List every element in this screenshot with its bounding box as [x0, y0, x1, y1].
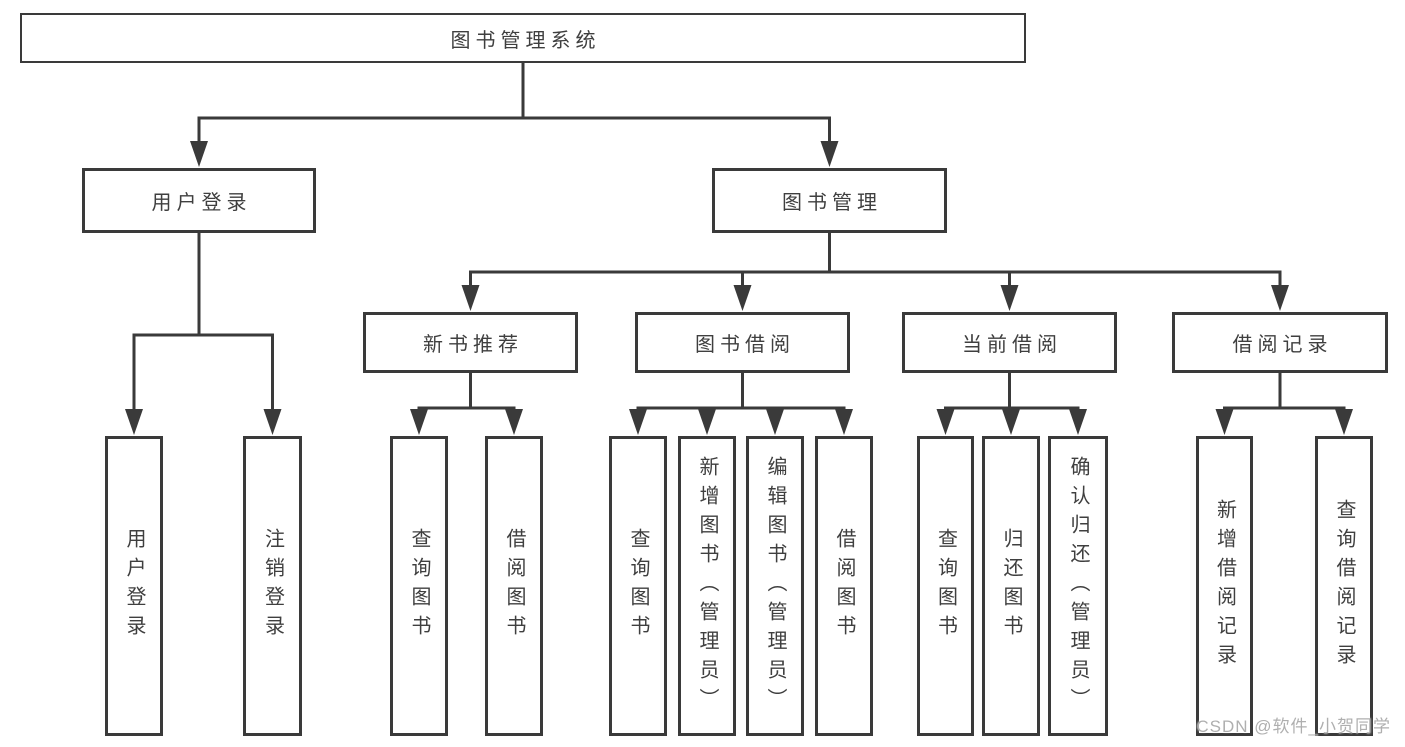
node-label-borrow-books-recommend: 借阅图书	[503, 528, 525, 644]
node-label-logout: 注销登录	[261, 528, 284, 644]
node-label-add-books-admin: 新增图书（管理员）	[696, 455, 718, 717]
arrowhead-icon	[263, 409, 282, 435]
arrowhead-icon	[410, 409, 428, 435]
node-query-borrow-record: 查询借阅记录	[1315, 436, 1373, 736]
node-borrowing-records: 借阅记录	[1172, 312, 1388, 373]
node-library-system: 图书管理系统	[20, 13, 1026, 63]
arrowhead-icon	[766, 409, 784, 435]
node-new-book-recommend: 新书推荐	[363, 312, 578, 373]
node-label-query-books-recommend: 查询图书	[408, 528, 430, 644]
node-label-book-management: 图书管理	[782, 192, 882, 214]
arrowhead-icon	[1069, 409, 1087, 435]
node-user-login: 用户登录	[82, 168, 316, 233]
node-login: 用户登录	[105, 436, 163, 736]
arrowhead-icon	[1271, 285, 1289, 311]
node-label-query-borrow-record: 查询借阅记录	[1333, 499, 1355, 673]
node-borrow-books-borrowing: 借阅图书	[815, 436, 873, 736]
arrowhead-icon	[1000, 285, 1019, 311]
node-label-borrowing-records: 借阅记录	[1232, 334, 1333, 356]
arrowhead-icon	[125, 409, 143, 435]
node-add-books-admin: 新增图书（管理员）	[678, 436, 736, 736]
node-label-borrow-books-borrowing: 借阅图书	[833, 528, 855, 644]
node-label-library-system: 图书管理系统	[450, 29, 601, 52]
node-label-add-borrow-record: 新增借阅记录	[1213, 499, 1236, 673]
arrowhead-icon	[820, 141, 839, 167]
node-confirm-return-admin: 确认归还（管理员）	[1048, 436, 1108, 736]
node-label-edit-books-admin: 编辑图书（管理员）	[764, 455, 786, 717]
node-label-query-books-current: 查询图书	[934, 528, 957, 644]
node-book-management: 图书管理	[712, 168, 947, 233]
node-label-user-login: 用户登录	[151, 192, 252, 214]
node-label-return-books: 归还图书	[1000, 528, 1022, 644]
arrowhead-icon	[629, 409, 647, 435]
arrowhead-icon	[1002, 409, 1020, 435]
arrowhead-icon	[733, 285, 752, 311]
arrowhead-icon	[461, 285, 480, 311]
arrowhead-icon	[936, 409, 955, 435]
node-label-book-borrowing: 图书借阅	[695, 334, 795, 356]
arrowhead-icon	[1215, 409, 1234, 435]
arrowhead-icon	[190, 141, 208, 167]
node-query-books-current: 查询图书	[917, 436, 974, 736]
node-label-current-borrowing: 当前借阅	[962, 334, 1062, 356]
arrowhead-icon	[1335, 409, 1353, 435]
node-label-new-book-recommend: 新书推荐	[423, 334, 523, 356]
arrowhead-icon	[505, 409, 523, 435]
node-book-borrowing: 图书借阅	[635, 312, 850, 373]
node-label-query-books-borrowing: 查询图书	[627, 528, 649, 644]
node-label-login: 用户登录	[123, 528, 145, 644]
node-current-borrowing: 当前借阅	[902, 312, 1117, 373]
node-query-books-borrowing: 查询图书	[609, 436, 667, 736]
node-add-borrow-record: 新增借阅记录	[1196, 436, 1253, 736]
node-query-books-recommend: 查询图书	[390, 436, 448, 736]
node-logout: 注销登录	[243, 436, 302, 736]
node-edit-books-admin: 编辑图书（管理员）	[746, 436, 804, 736]
arrowhead-icon	[835, 409, 853, 435]
node-return-books: 归还图书	[982, 436, 1040, 736]
node-label-confirm-return-admin: 确认归还（管理员）	[1067, 455, 1089, 717]
node-borrow-books-recommend: 借阅图书	[485, 436, 543, 736]
arrowhead-icon	[698, 409, 716, 435]
watermark: CSDN @软件_小贺同学	[1196, 717, 1391, 736]
